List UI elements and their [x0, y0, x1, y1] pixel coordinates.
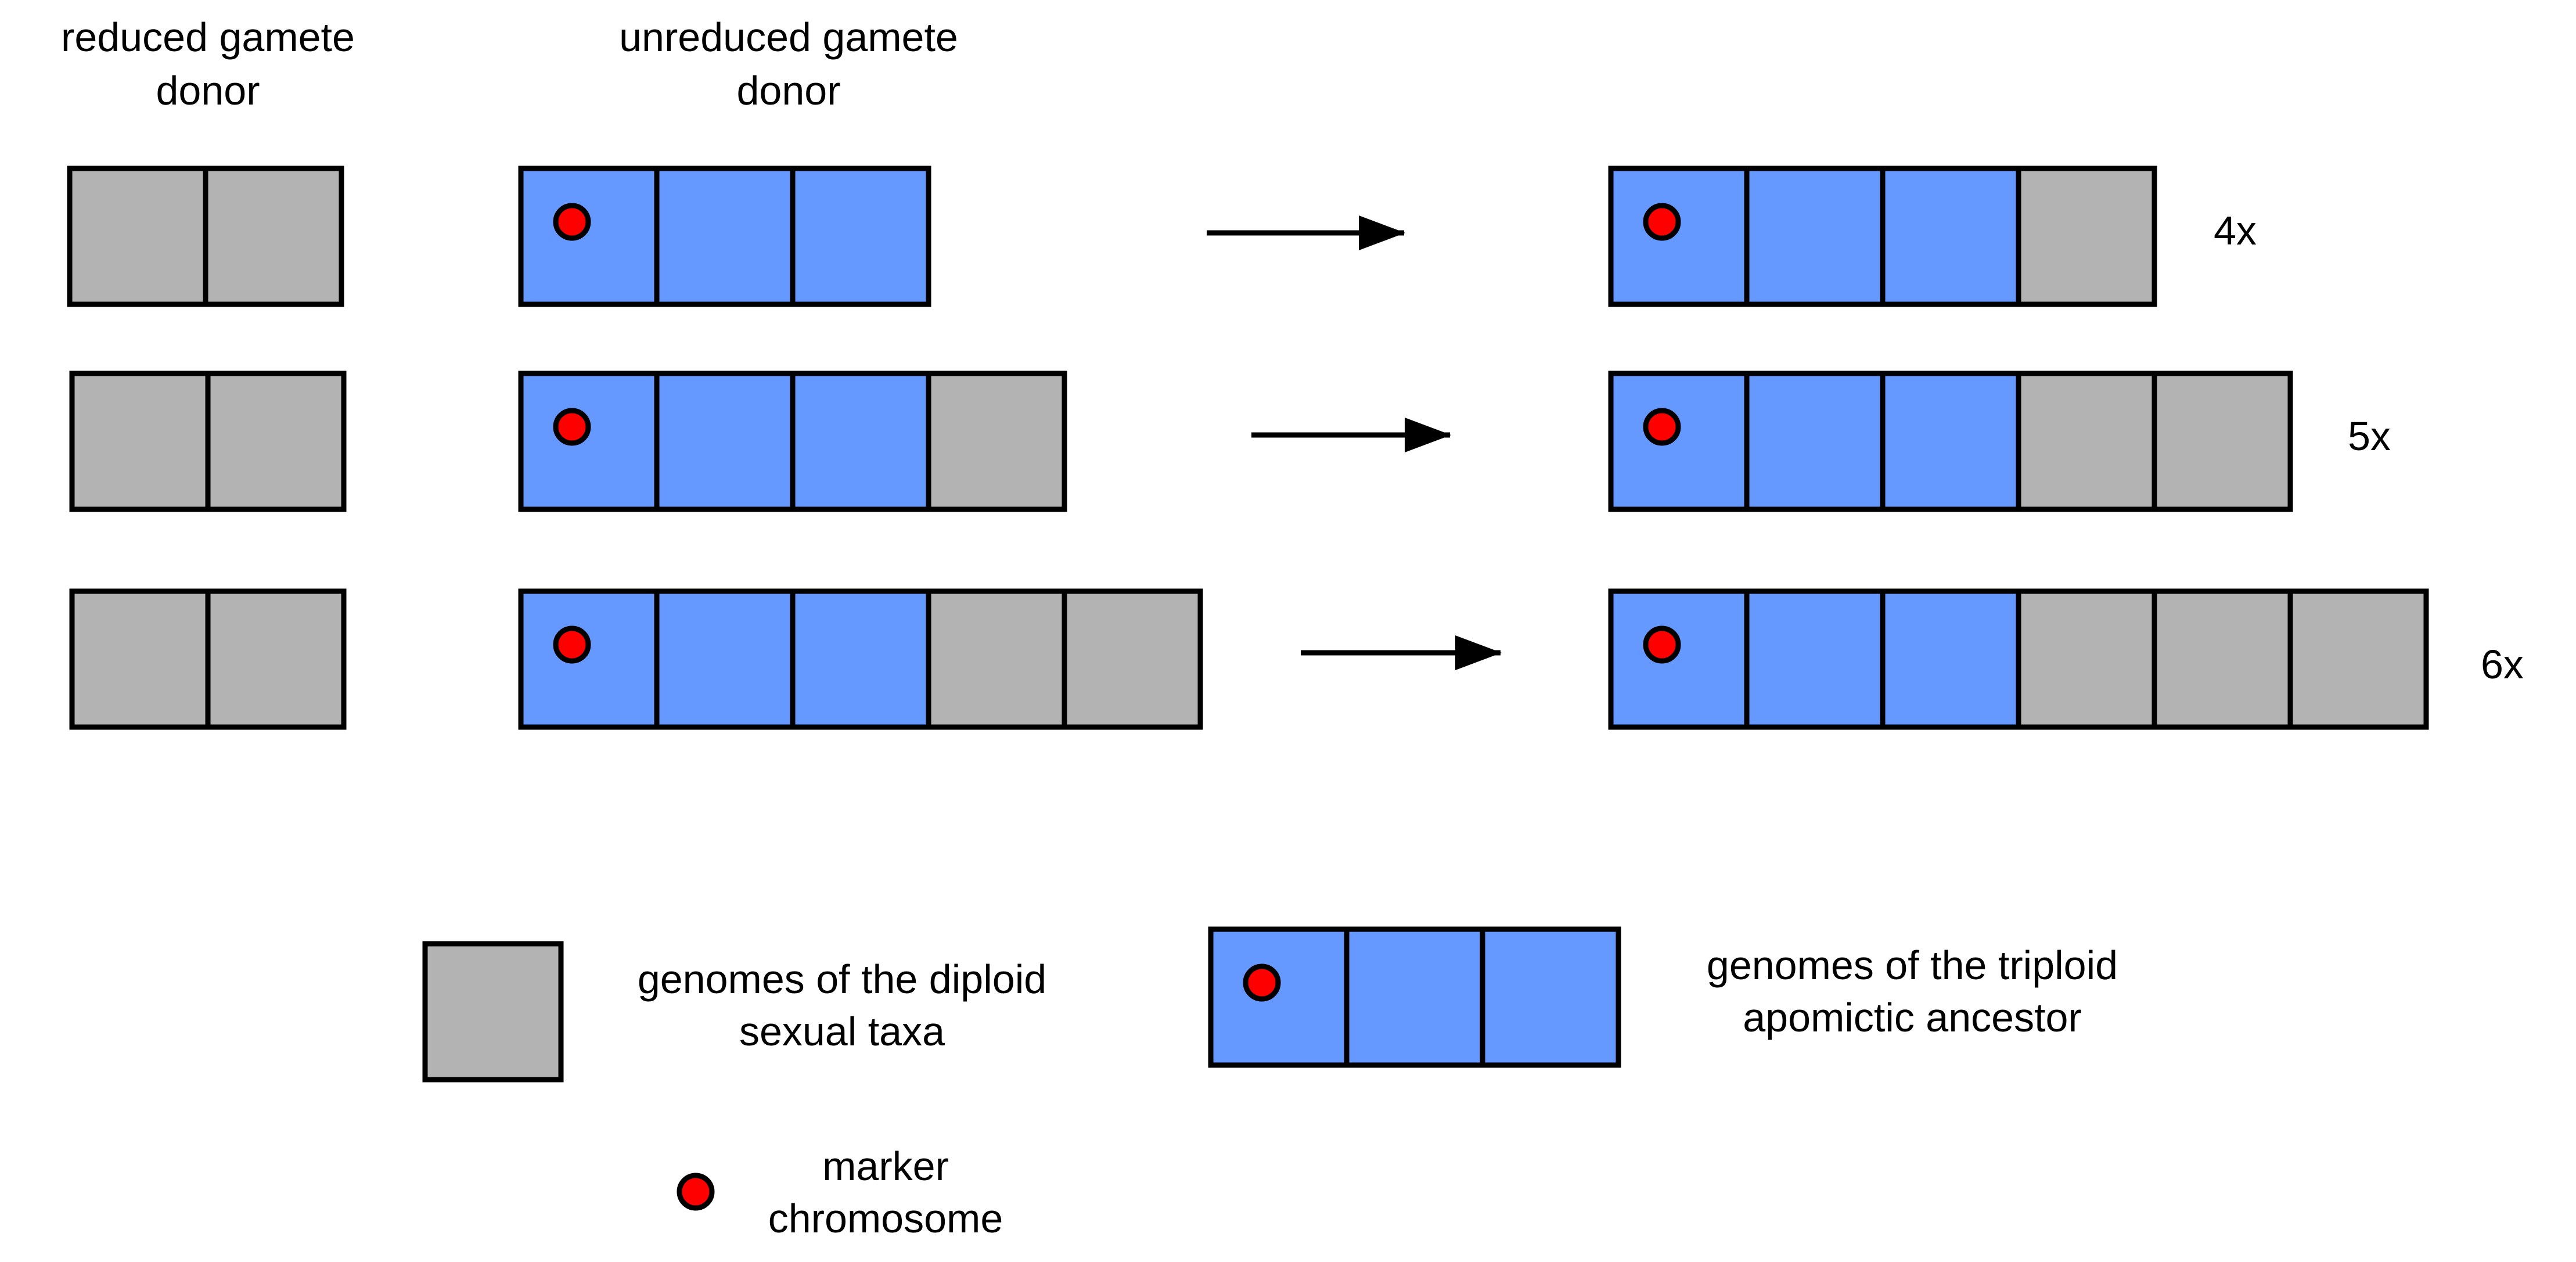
sexual-genome-box: [205, 588, 347, 730]
ploidy-label: 6x: [2481, 642, 2524, 687]
apomictic-genome-box: [1608, 166, 1750, 307]
unreduced-gamete-genomes: [518, 371, 1067, 512]
apomictic-genome-box: [1344, 926, 1485, 1068]
sexual-genome-box: [926, 371, 1067, 512]
apomictic-genome-box: [1744, 166, 1886, 307]
header-unreduced-donor-line1: unreduced gamete: [619, 15, 958, 60]
sexual-genome-box: [926, 588, 1067, 730]
apomictic-genome-box: [1880, 588, 2021, 730]
legend-sexual-label-line2: sexual taxa: [739, 1009, 945, 1054]
reduced-gamete-genomes: [69, 371, 347, 512]
apomictic-genome-box: [790, 371, 931, 512]
sexual-genome-box: [67, 166, 208, 307]
legend-marker-label-line1: marker: [822, 1144, 949, 1189]
sexual-genome-box: [2016, 166, 2157, 307]
marker-chromosome-icon: [1643, 408, 1681, 446]
row-2: 5x: [69, 371, 2391, 512]
apomictic-genome-box: [518, 371, 660, 512]
offspring-genomes: [1608, 371, 2293, 512]
unreduced-gamete-genomes: [518, 166, 931, 307]
sexual-genome-box: [2287, 588, 2429, 730]
legend-marker-label-line2: chromosome: [768, 1196, 1003, 1241]
offspring-genomes: [1608, 588, 2429, 730]
marker-chromosome-icon: [1643, 203, 1681, 241]
row-1: 4x: [67, 166, 2257, 307]
legend-sexual-genome-box: [422, 941, 564, 1083]
row-3: 6x: [69, 588, 2524, 730]
offspring-genomes: [1608, 166, 2157, 307]
sexual-genome-box: [2016, 371, 2157, 512]
apomictic-genome-box: [654, 588, 796, 730]
header-reduced-donor-line1: reduced gamete: [61, 15, 355, 60]
marker-chromosome-icon: [553, 625, 591, 664]
apomictic-genome-box: [1608, 371, 1750, 512]
apomictic-genome-box: [1744, 371, 1886, 512]
sexual-genome-box: [2152, 371, 2293, 512]
apomictic-genome-box: [1480, 926, 1621, 1068]
ploidy-label: 4x: [2214, 208, 2257, 253]
apomictic-genome-box: [1208, 926, 1350, 1068]
sexual-genome-box: [69, 371, 211, 512]
sexual-genome-box: [2152, 588, 2293, 730]
reduced-gamete-genomes: [69, 588, 347, 730]
marker-chromosome-icon: [1643, 625, 1681, 664]
apomictic-genome-box: [1880, 371, 2021, 512]
apomictic-genome-box: [518, 166, 660, 307]
unreduced-gamete-genomes: [518, 588, 1203, 730]
sexual-genome-box: [2016, 588, 2157, 730]
legend-apomictic-label-line1: genomes of the triploid: [1707, 943, 2118, 988]
apomictic-genome-box: [1880, 166, 2021, 307]
reduced-gamete-genomes: [67, 166, 344, 307]
header-reduced-donor-line2: donor: [156, 68, 260, 113]
apomictic-genome-box: [790, 588, 931, 730]
apomictic-genome-box: [1608, 588, 1750, 730]
sexual-genome-box: [69, 588, 211, 730]
ploidy-label: 5x: [2348, 414, 2391, 459]
sexual-genome-box: [422, 941, 564, 1083]
legend-marker-dot-icon: [677, 1173, 715, 1211]
legend-sexual-label-line1: genomes of the diploid: [638, 957, 1046, 1002]
legend-apomictic-genome-boxes: [1208, 926, 1621, 1068]
marker-chromosome-icon: [553, 408, 591, 446]
apomictic-genome-box: [654, 371, 796, 512]
legend: genomes of the diploid sexual taxa genom…: [422, 926, 2118, 1241]
legend-apomictic-label-line2: apomictic ancestor: [1743, 995, 2082, 1040]
sexual-genome-box: [203, 166, 344, 307]
apomictic-genome-box: [1744, 588, 1886, 730]
apomictic-genome-box: [518, 588, 660, 730]
marker-chromosome-icon: [1243, 963, 1281, 1002]
sexual-genome-box: [205, 371, 347, 512]
marker-chromosome-icon: [553, 203, 591, 241]
header-unreduced-donor-line2: donor: [736, 68, 840, 113]
apomictic-genome-box: [654, 166, 796, 307]
sexual-genome-box: [1062, 588, 1203, 730]
apomictic-genome-box: [790, 166, 931, 307]
